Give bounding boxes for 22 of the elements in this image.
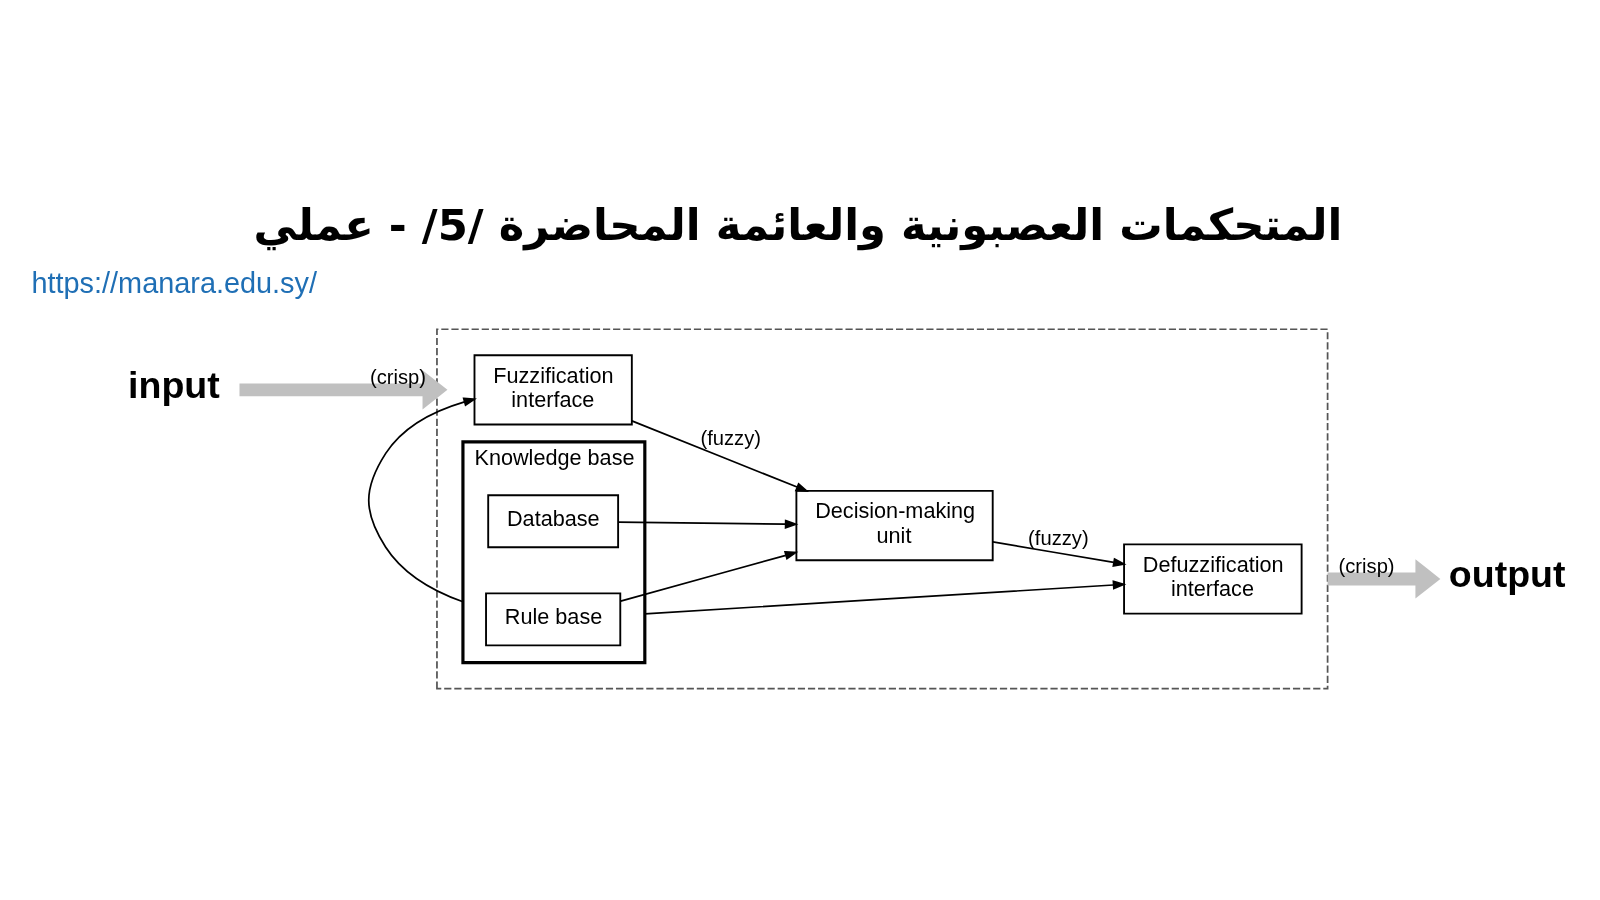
diagram-title: المتحكمات العصبونية والعائمة المحاضرة /5/ - عملي [253,199,1343,250]
node-box: Rule base [485,591,622,646]
label: https://manara.edu.sy/ [31,266,318,299]
cluster [436,327,1329,690]
node-text: input [128,363,220,406]
arrow [1327,558,1441,599]
edge-label: (crisp) [1338,554,1395,577]
node-box: Defuzzification interface [1123,542,1303,615]
arrow [643,579,1127,615]
arrow [631,419,810,492]
node-text: output [1448,552,1566,595]
arrow [239,369,448,409]
arrow [617,518,799,529]
edge-label: (fuzzy) [1028,526,1089,549]
arrow [619,550,799,602]
edge-label: (fuzzy) [700,426,761,449]
node-box: Fuzzification interface [473,353,633,425]
node-box: Database [487,493,620,548]
arrow [367,396,477,603]
edge-label: (crisp) [369,365,427,388]
node-box: Decision-making unit [795,489,994,561]
arrow [991,540,1127,567]
